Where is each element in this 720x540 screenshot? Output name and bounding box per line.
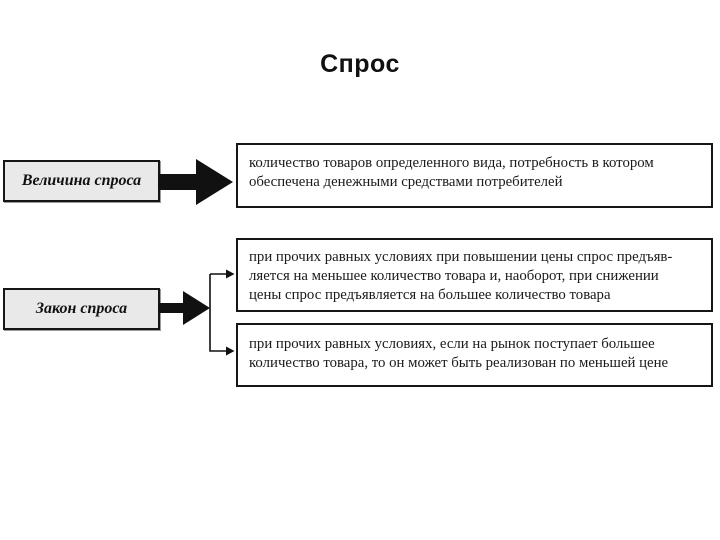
- small-right-arrow-icon: [226, 346, 235, 356]
- node-velichina-label: Величина спроса: [21, 172, 142, 189]
- node-zakon-sprosa: Закон спроса: [3, 288, 160, 330]
- block-right-arrow-icon: [158, 291, 210, 325]
- definition-box-velichina: количество товаров определенного вида, п…: [236, 143, 713, 208]
- node-zakon-label: Закон спроса: [35, 300, 128, 317]
- block-right-arrow-icon: [158, 159, 233, 205]
- small-right-arrow-icon: [226, 269, 235, 279]
- page-title: Спрос: [320, 50, 400, 78]
- definition-box-zakon-price: при прочих равных условиях при повышении…: [236, 238, 713, 312]
- definition-box-zakon-market: при прочих равных условиях, если на рыно…: [236, 323, 713, 387]
- node-velichina-sprosa: Величина спроса: [3, 160, 160, 202]
- branch-bracket-line: [209, 273, 227, 352]
